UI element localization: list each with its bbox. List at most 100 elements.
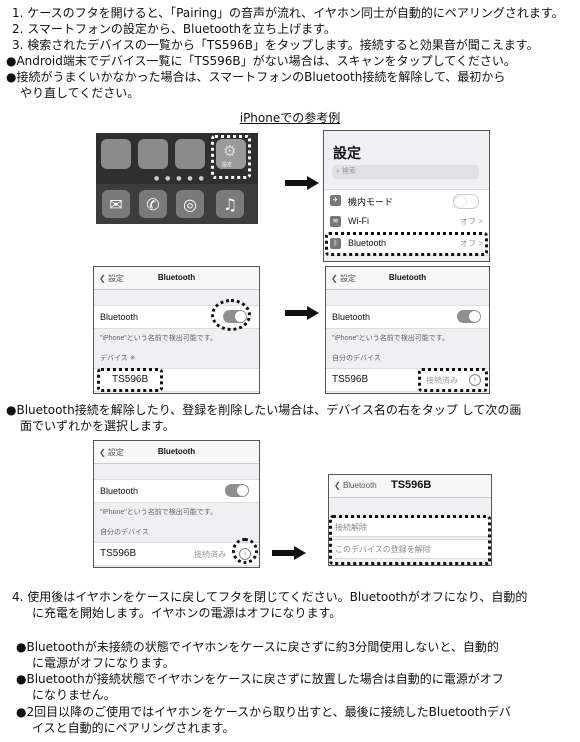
nav-bar: ❮ 設定 Bluetooth xyxy=(326,267,489,290)
device-row[interactable]: TS596B xyxy=(94,368,259,392)
device-detail-screen: ❮ Bluetooth TS596B 接続解除 このデバイスの登録を解除 xyxy=(328,474,492,566)
nav-bar: ❮ 設定 Bluetooth xyxy=(94,267,259,290)
reconnect-note-cont: イスと自動的にペアリングされます。 xyxy=(32,721,235,735)
highlight-info xyxy=(232,538,258,564)
settings-app-label: 設定 xyxy=(222,162,233,168)
connection-status: 接続済み xyxy=(426,376,458,385)
nav-title: Bluetooth xyxy=(157,447,196,456)
settings-screen: 設定 ⌕ 検索 ✈ 機内モード ≋ Wi-Fi オフ > ᛒ Bluetooth… xyxy=(323,130,490,262)
discoverable-note: "iPhone"という名前で検出可能です。 xyxy=(332,335,450,342)
back-label: 設定 xyxy=(107,274,124,283)
bluetooth-label: Bluetooth xyxy=(332,312,371,322)
nav-title: Bluetooth xyxy=(157,273,196,282)
music-icon[interactable]: ♫ xyxy=(216,190,244,218)
bluetooth-screen-connected: ❮ 設定 Bluetooth Bluetooth "iPhone"という名前で検… xyxy=(325,266,490,394)
retry-note-cont: やり直してください。 xyxy=(20,86,140,100)
connection-status: 接続済み xyxy=(194,550,226,559)
bluetooth-label: Bluetooth xyxy=(100,486,139,496)
bluetooth-screen-off: ❮ 設定 Bluetooth Bluetooth "iPhone"という名前で検… xyxy=(93,266,260,394)
gear-icon: ⚙ xyxy=(223,142,237,160)
bluetooth-screen-info: ❮ 設定 Bluetooth Bluetooth "iPhone"という名前で検… xyxy=(93,440,260,568)
unpair-note: ●Bluetooth接続を解除したり、登録を削除したい場合は、デバイス名の右をタ… xyxy=(6,403,522,417)
highlight-bluetooth-row xyxy=(325,232,488,256)
search-placeholder: 検索 xyxy=(341,168,356,175)
arrow-right-icon xyxy=(285,176,319,190)
highlight-options xyxy=(329,515,491,565)
wifi-icon: ≋ xyxy=(330,216,341,227)
back-label: 設定 xyxy=(107,448,124,457)
highlight-status xyxy=(418,368,488,392)
step-3-text: 3. 検索されたデバイスの一覧から「TS596B」をタップします。接続すると効果… xyxy=(12,38,539,52)
back-button[interactable]: ❮ 設定 xyxy=(99,274,124,283)
highlight-device xyxy=(97,368,163,392)
bluetooth-label: Bluetooth xyxy=(348,238,387,248)
page-indicator: ● ● ● ● ● xyxy=(154,175,206,182)
back-button[interactable]: ❮ 設定 xyxy=(331,274,356,283)
info-icon[interactable]: i xyxy=(469,374,481,386)
nav-bar: ❮ 設定 Bluetooth xyxy=(94,441,259,464)
devices-section-label: デバイス xyxy=(100,355,128,362)
bluetooth-toggle[interactable] xyxy=(225,484,249,497)
settings-app-icon[interactable]: ⚙ 設定 xyxy=(216,139,246,169)
auto-off-note-cont: に電源がオフになります。 xyxy=(32,656,175,670)
nav-title: TS596B xyxy=(391,479,432,491)
no-auto-off-note-cont: になりません。 xyxy=(32,688,116,702)
nav-title: Bluetooth xyxy=(388,273,427,282)
auto-off-note: ●Bluetoothが未接続の状態でイヤホンをケースに戻さずに約3分間使用しない… xyxy=(16,640,499,654)
iphone-home-screen: ⚙ 設定 ● ● ● ● ● ✉ ✆ ◎ ♫ xyxy=(96,133,258,224)
airplane-mode-row[interactable]: ✈ 機内モード xyxy=(324,189,489,213)
back-button[interactable]: ❮ Bluetooth xyxy=(334,481,377,490)
device-name: TS596B xyxy=(332,374,369,385)
android-note: ●Android端末でデバイス一覧に「TS596B」がない場合は、スキャンをタッ… xyxy=(6,54,516,68)
mail-icon[interactable]: ✉ xyxy=(102,190,130,218)
settings-title: 設定 xyxy=(333,145,361,161)
bluetooth-icon: ᛒ xyxy=(330,238,341,249)
search-input[interactable]: ⌕ 検索 xyxy=(332,165,479,179)
airplane-mode-toggle[interactable] xyxy=(453,194,479,209)
app-tile xyxy=(175,139,205,169)
wifi-value: オフ > xyxy=(460,217,483,226)
safari-icon[interactable]: ◎ xyxy=(176,190,204,218)
forget-device-label: このデバイスの登録を解除 xyxy=(335,545,431,554)
dock: ✉ ✆ ◎ ♫ xyxy=(96,184,258,224)
bluetooth-label: Bluetooth xyxy=(100,312,139,322)
my-devices-section: 自分のデバイス xyxy=(100,529,149,536)
discoverable-note: "iPhone"という名前で検出可能です。 xyxy=(100,509,218,516)
airplane-icon: ✈ xyxy=(330,195,341,206)
highlight-toggle xyxy=(211,299,251,331)
forget-device-row[interactable]: このデバイスの登録を解除 xyxy=(329,539,491,559)
nav-bar: ❮ Bluetooth TS596B xyxy=(329,475,491,498)
back-label: Bluetooth xyxy=(342,481,377,490)
step-2-text: 2. スマートフォンの設定から、Bluetoothを立ち上げます。 xyxy=(12,22,336,36)
unpair-note-cont: 面でいずれかを選択します。 xyxy=(20,419,175,433)
iphone-example-caption: iPhoneでの参考例 xyxy=(239,111,341,125)
step-1-text: 1. ケースのフタを開けると、「Pairing」の音声が流れ、イヤホン同士が自動… xyxy=(12,6,564,20)
disconnect-label: 接続解除 xyxy=(335,523,367,532)
search-icon: ⌕ xyxy=(336,168,340,175)
retry-note: ●接続がうまくいかなかった場合は、スマートフォンのBluetooth接続を解除し… xyxy=(6,70,506,84)
step-4-cont: に充電を開始します。イヤホンの電源はオフになります。 xyxy=(32,606,342,620)
bluetooth-value: オフ > xyxy=(460,239,483,248)
highlight-settings xyxy=(211,135,251,179)
my-devices-section: 自分のデバイス xyxy=(332,355,381,362)
back-label: 設定 xyxy=(339,274,356,283)
app-tile xyxy=(138,139,168,169)
step-4-text: 4. 使用後はイヤホンをケースに戻してフタを閉じてください。Bluetoothが… xyxy=(12,590,528,604)
phone-icon[interactable]: ✆ xyxy=(139,190,167,218)
reconnect-note: ●2回目以降のご使用ではイヤホンをケースから取り出すと、最後に接続したBluet… xyxy=(16,705,511,719)
device-row[interactable]: TS596B 接続済み i xyxy=(94,542,259,566)
device-row[interactable]: TS596B 接続済み i xyxy=(326,368,489,392)
back-button[interactable]: ❮ 設定 xyxy=(99,448,124,457)
bluetooth-toggle-row: Bluetooth xyxy=(94,479,259,503)
wifi-label: Wi-Fi xyxy=(348,216,369,226)
device-name: TS596B xyxy=(100,548,137,559)
wifi-row[interactable]: ≋ Wi-Fi オフ > xyxy=(324,211,489,234)
bluetooth-toggle-row: Bluetooth xyxy=(326,305,489,329)
bluetooth-toggle[interactable] xyxy=(457,310,481,323)
devices-section: デバイス ✳ xyxy=(100,353,136,363)
airplane-mode-label: 機内モード xyxy=(348,197,394,207)
arrow-right-icon xyxy=(285,306,319,320)
no-auto-off-note: ●Bluetoothが接続状態でイヤホンをケースに戻さずに放置した場合は自動的に… xyxy=(16,672,504,686)
discoverable-note: "iPhone"という名前で検出可能です。 xyxy=(100,335,218,342)
loading-spinner-icon: ✳ xyxy=(129,355,136,362)
